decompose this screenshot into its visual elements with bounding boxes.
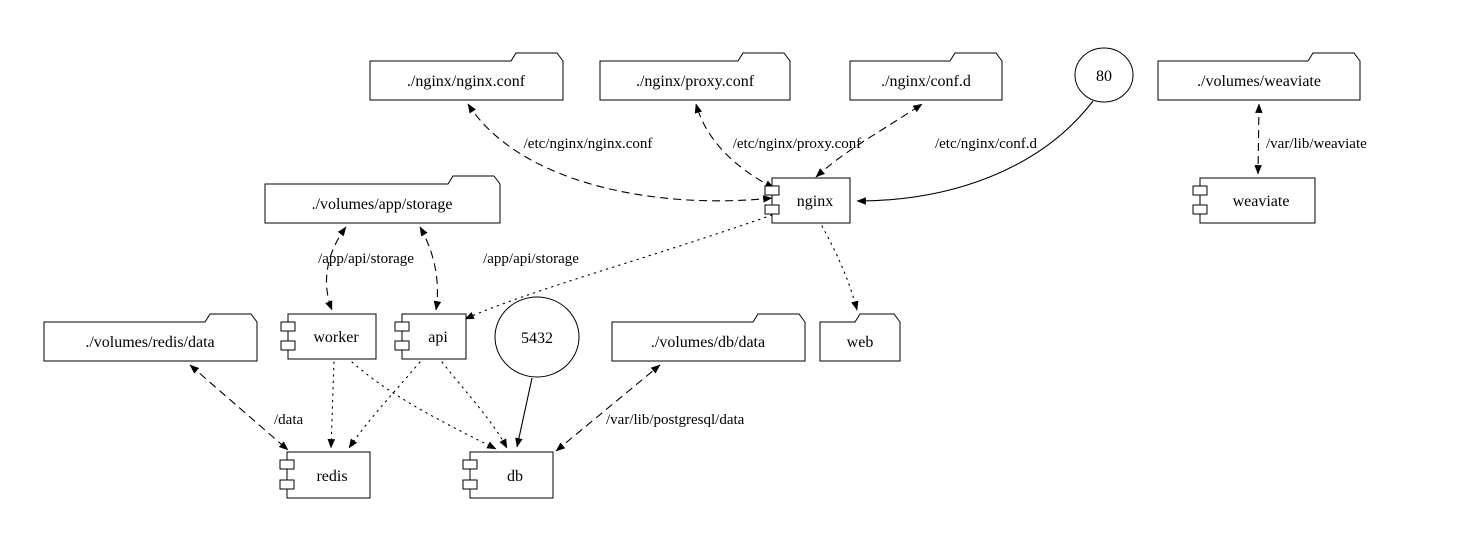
component-tab-icon [280, 321, 296, 332]
edge-api-redis [348, 361, 421, 449]
edge-label-weaviate-volume: /var/lib/weaviate [1266, 136, 1367, 152]
edge-port5432-db [515, 377, 533, 448]
folder-icon [1157, 52, 1361, 101]
edges-layer [189, 100, 1263, 452]
component-box [286, 451, 371, 499]
component-tab-icon [764, 204, 780, 215]
component-tab-icon [280, 340, 296, 351]
edge-worker-storage [325, 226, 347, 311]
folder-icon [849, 52, 1003, 101]
component-tab-icon [1192, 204, 1208, 215]
node-label: web [847, 334, 874, 351]
folder-icon [599, 52, 791, 101]
folder-icon [369, 52, 564, 101]
node-volumes-redis-data: ./volumes/redis/data [43, 313, 258, 362]
node-redis: redis [279, 451, 371, 499]
component-box [287, 313, 377, 360]
node-port-5432: 5432 [494, 296, 580, 378]
edge-worker-db [351, 361, 497, 450]
edge-api-storage [419, 226, 442, 311]
component-tab-icon [394, 340, 410, 351]
component-box [469, 451, 554, 499]
edge-nginx-nginxconf [467, 103, 773, 203]
edge-nginx-api [464, 214, 773, 320]
node-proxy-conf-file: ./nginx/proxy.conf [599, 52, 791, 101]
component-box [771, 177, 851, 224]
node-label: ./volumes/app/storage [312, 196, 453, 213]
folder-icon [43, 313, 258, 362]
node-volumes-app-storage: ./volumes/app/storage [264, 175, 501, 224]
node-volumes-db-data: ./volumes/db/data [611, 313, 806, 362]
node-label: weaviate [1233, 193, 1290, 210]
edge-label-redis-data: /data [274, 412, 303, 428]
edge-label-postgres-data: /var/lib/postgresql/data [606, 412, 745, 428]
edge-weaviate-volume [1254, 103, 1263, 175]
edge-label-app-storage-worker: /app/api/storage [318, 251, 414, 267]
node-nginx-conf-file: ./nginx/nginx.conf [369, 52, 564, 101]
node-label: nginx [797, 193, 833, 210]
node-conf-d-dir: ./nginx/conf.d [849, 52, 1003, 101]
edge-redis-redisdata [189, 364, 289, 451]
node-db: db [462, 451, 554, 499]
edge-worker-redis [327, 361, 336, 449]
edge-api-db [441, 361, 508, 449]
component-tab-icon [1192, 185, 1208, 196]
node-label: 5432 [521, 330, 553, 347]
component-tab-icon [279, 479, 295, 490]
edge-nginx-web [821, 225, 859, 311]
edge-nginx-confd [815, 103, 923, 178]
node-weaviate: weaviate [1192, 177, 1316, 224]
component-box [401, 313, 467, 360]
edge-label-proxy-conf: /etc/nginx/proxy.conf [733, 136, 862, 152]
component-box [1199, 177, 1316, 224]
edge-labels-layer: /etc/nginx/nginx.conf /etc/nginx/proxy.c… [274, 136, 1367, 428]
node-label: worker [313, 329, 359, 346]
node-label: api [428, 329, 448, 346]
node-label: ./nginx/proxy.conf [636, 73, 755, 90]
node-label: 80 [1096, 68, 1112, 85]
node-label: ./volumes/redis/data [85, 334, 214, 351]
node-label: ./volumes/weaviate [1197, 73, 1321, 90]
folder-icon [819, 313, 901, 362]
edge-label-nginx-conf: /etc/nginx/nginx.conf [524, 136, 653, 152]
node-volumes-weaviate: ./volumes/weaviate [1157, 52, 1361, 101]
node-web: web [819, 313, 901, 362]
edge-label-conf-d: /etc/nginx/conf.d [935, 136, 1038, 152]
node-label: redis [316, 468, 347, 485]
folder-icon [611, 313, 806, 362]
node-nginx: nginx [764, 177, 851, 224]
edge-nginx-proxyconf [694, 103, 775, 189]
node-label: db [507, 468, 523, 485]
component-tab-icon [462, 459, 478, 470]
port-circle [494, 296, 580, 378]
port-circle [1074, 47, 1134, 103]
node-port-80: 80 [1074, 47, 1134, 103]
node-label: ./nginx/conf.d [881, 73, 971, 90]
edge-port80-nginx [856, 100, 1094, 205]
node-api: api [394, 313, 467, 360]
node-label: ./nginx/nginx.conf [407, 73, 526, 90]
component-tab-icon [462, 479, 478, 490]
edge-db-dbdata [555, 364, 661, 452]
component-tab-icon [394, 321, 410, 332]
node-label: ./volumes/db/data [651, 334, 765, 351]
component-tab-icon [279, 459, 295, 470]
node-worker: worker [280, 313, 377, 360]
edge-label-app-storage-api: /app/api/storage [483, 251, 579, 267]
folder-icon [264, 175, 501, 224]
component-tab-icon [764, 185, 780, 196]
